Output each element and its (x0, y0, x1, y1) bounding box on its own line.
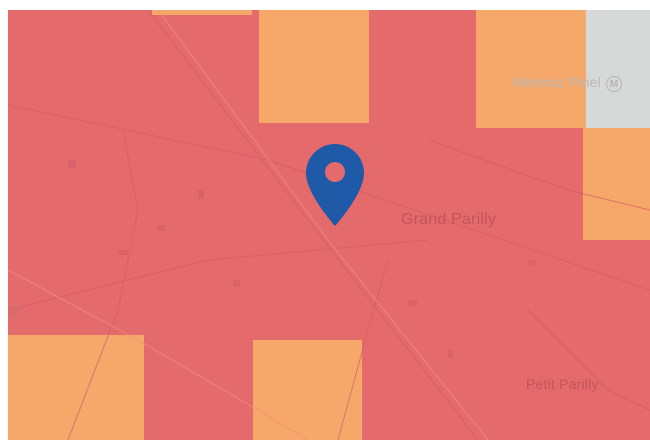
metro-station-icon: M (606, 76, 622, 92)
zone-tile-no-data (586, 10, 650, 128)
place-label-partial: ige (8, 302, 24, 317)
zone-tile-medium (476, 10, 586, 128)
place-label-petit-parilly: Petit Parilly (526, 376, 599, 392)
zone-tile-medium (8, 335, 144, 440)
zone-tile-medium (152, 10, 252, 15)
zone-tile-medium (253, 340, 362, 440)
map-canvas[interactable]: Grand Parilly Petit Parilly Mermoz Pinel… (8, 10, 650, 440)
map-pin-icon[interactable] (304, 142, 366, 228)
zone-tile-medium (583, 128, 650, 240)
zone-tile-medium (259, 10, 369, 123)
place-label-grand-parilly: Grand Parilly (401, 211, 497, 228)
place-label-mermoz-pinel: Mermoz Pinel (513, 74, 601, 90)
